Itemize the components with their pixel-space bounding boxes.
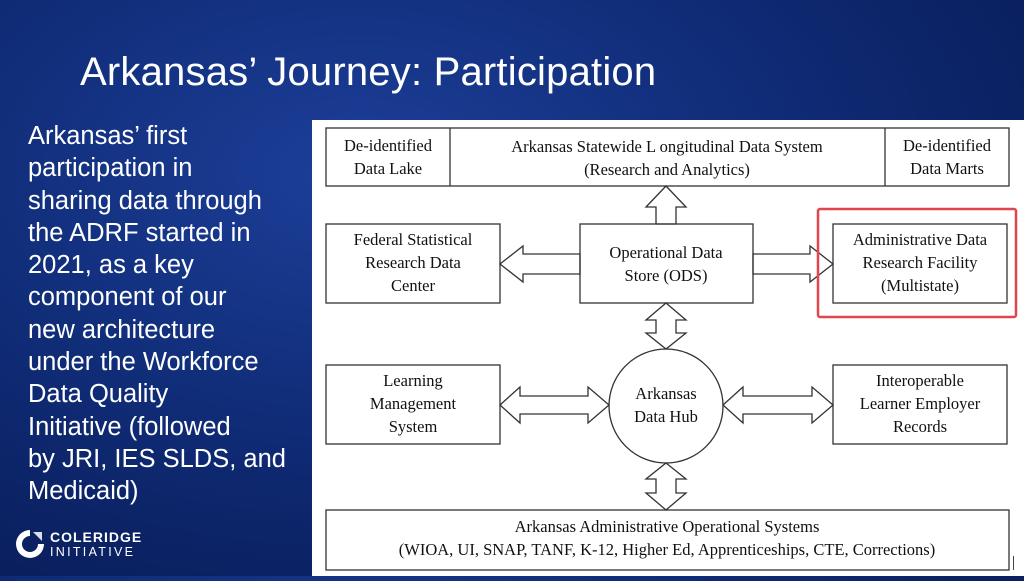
coleridge-logo-icon [16,530,44,558]
body-line: sharing data through [28,186,262,215]
hub-label-2: Data Hub [634,407,698,426]
ler-label-1: Interoperable [876,371,964,390]
federal-label-2: Research Data [365,253,461,272]
slds-label-2: (Research and Analytics) [584,160,750,179]
data-marts-label-1: De-identified [903,136,992,155]
slide-body-text: Arkansas’ first participation in sharing… [28,120,308,508]
double-arrow-vertical-icon [644,462,688,511]
hub-circle [608,348,724,464]
data-marts-label-2: Data Marts [910,159,984,178]
lms-label-3: System [389,417,438,436]
body-line: Data Quality [28,380,169,409]
logo-text: COLERIDGE INITIATIVE [50,529,143,560]
slds-bar-box [325,127,1010,187]
adrf-label-1: Administrative Data [853,230,988,249]
logo-line-1: COLERIDGE [50,529,143,545]
ods-label-1: Operational Data [609,243,723,262]
ods-label-2: Store (ODS) [625,266,708,285]
data-lake-label-1: De-identified [344,136,433,155]
slide-title: Arkansas’ Journey: Participation [80,50,657,94]
double-arrow-vertical-icon [644,302,688,350]
double-arrow-horizontal-icon [499,385,610,425]
operational-systems-label-1: Arkansas Administrative Operational Syst… [515,517,820,536]
operational-systems-label-2: (WIOA, UI, SNAP, TANF, K-12, Higher Ed, … [399,540,935,559]
architecture-diagram: De-identified Data Lake Arkansas Statewi… [312,120,1024,576]
body-line: component of our [28,283,227,312]
adrf-label-2: Research Facility [862,253,978,272]
body-line: the ADRF started in [28,218,251,247]
architecture-diagram-svg: De-identified Data Lake Arkansas Statewi… [325,127,1018,571]
hub-label-1: Arkansas [635,384,696,403]
body-line: participation in [28,154,193,183]
arrow-right-icon [752,244,835,284]
body-line: by JRI, IES SLDS, and [28,444,286,473]
body-line: Initiative (followed [28,412,231,441]
slds-label-1: Arkansas Statewide L ongitudinal Data Sy… [511,137,823,156]
arrow-up-icon [644,185,688,225]
body-line: new architecture [28,315,216,344]
lms-label-2: Management [370,394,457,413]
logo-line-2: INITIATIVE [50,545,136,559]
arrow-left-icon [498,244,581,284]
body-line: Medicaid) [28,477,139,506]
page-marker [1013,556,1014,570]
body-line: Arkansas’ first [28,122,188,150]
federal-label-3: Center [391,276,435,295]
operational-systems-box [325,509,1010,571]
lms-label-1: Learning [383,371,443,390]
body-line: under the Workforce [28,348,259,377]
adrf-label-3: (Multistate) [881,276,959,295]
ler-label-3: Records [893,417,947,436]
ods-box [579,223,754,304]
ler-label-2: Learner Employer [860,394,981,413]
federal-label-1: Federal Statistical [354,230,473,249]
adrf-highlight [816,207,1018,319]
double-arrow-horizontal-icon [722,385,834,425]
body-line: 2021, as a key [28,251,194,280]
data-lake-label-2: Data Lake [354,159,422,178]
